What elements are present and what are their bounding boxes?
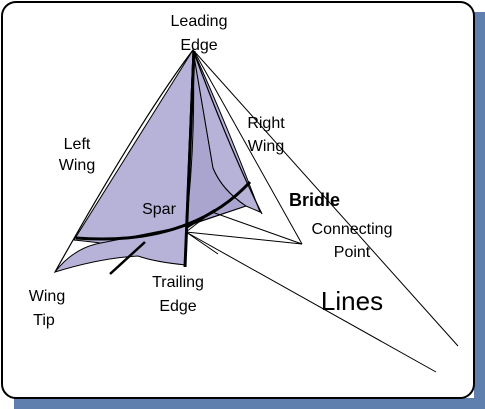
flying-line-cross [185, 231, 219, 255]
bridle-line-spar [185, 211, 213, 233]
flying-line-lower [185, 231, 437, 373]
bridle [185, 50, 303, 245]
label-leading-edge-line2: Edge [180, 37, 217, 54]
left-leading-edge [54, 49, 194, 273]
label-lines: Lines [321, 286, 383, 316]
label-left-wing-line2: Wing [59, 157, 95, 174]
label-trailing-edge-line2: Edge [159, 298, 196, 315]
label-right-wing-line1: Right [247, 115, 285, 132]
wing-strut [109, 241, 146, 275]
flying-line-upper [193, 50, 459, 347]
kite-sail [53, 48, 263, 273]
label-spar: Spar [142, 201, 176, 218]
label-leading-edge-line1: Leading [171, 13, 228, 30]
label-wing-tip-line2: Tip [33, 312, 55, 329]
label-trailing-edge-line1: Trailing [152, 274, 204, 291]
bridle-line-low [185, 231, 303, 245]
right-leading-edge [192, 49, 263, 215]
flying-lines [185, 50, 459, 373]
label-right-wing-line2: Wing [248, 138, 284, 155]
cross-spar [75, 180, 252, 241]
label-connecting-point-line2: Point [334, 244, 371, 261]
label-bridle: Bridle [289, 190, 340, 210]
bridle-line-top [193, 50, 303, 245]
bridle-line-mid [211, 211, 303, 245]
label-connecting-point-line1: Connecting [312, 221, 393, 238]
label-left-wing-line1: Left [64, 136, 91, 153]
label-wing-tip-line1: Wing [29, 288, 65, 305]
